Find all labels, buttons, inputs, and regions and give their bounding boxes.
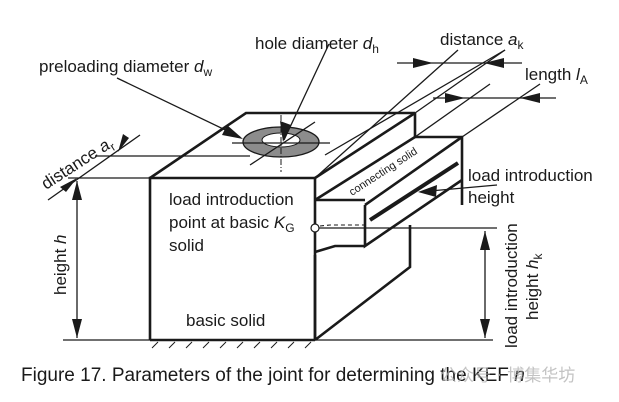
connecting-solid-top-edge	[314, 135, 416, 202]
connecting-solid-bottom	[314, 244, 365, 254]
ext-line-5	[414, 49, 506, 114]
connecting-solid-upper-edge	[364, 135, 463, 207]
length-la-label: length lA	[525, 65, 588, 87]
basic-solid-side-face	[314, 225, 412, 342]
load-introduction-height-label-2: height	[468, 188, 515, 207]
distance-ak-label: distance ak	[440, 30, 525, 52]
hole-centerline-diag	[249, 121, 316, 166]
washer	[232, 115, 330, 172]
hk-label-1: load introduction	[502, 223, 521, 348]
distance-ak-dimension	[397, 58, 522, 68]
ground-hatching	[151, 341, 312, 349]
load-introduction-line	[368, 161, 460, 222]
height-h-dimension	[63, 181, 150, 341]
basic-solid-label: basic solid	[186, 311, 265, 330]
connecting-solid	[314, 113, 464, 254]
load-introduction-point-label-3: solid	[169, 236, 204, 255]
hidden-edge-horizontal	[319, 224, 365, 227]
height-hk-dimension	[319, 227, 497, 338]
leader-hole	[280, 43, 330, 142]
distance-ar-dimension	[47, 134, 250, 201]
ext-line-3	[414, 83, 491, 138]
figure-caption: Figure 17. Parameters of the joint for d…	[21, 365, 525, 386]
extension-lines	[314, 49, 541, 179]
hk-label-2: height hk	[523, 252, 545, 320]
basic-solid-top-right-edge	[314, 111, 416, 180]
load-introduction-point-label-2: point at basic KG	[169, 213, 295, 235]
load-introduction-point-marker	[310, 223, 320, 233]
leader-load-height	[418, 184, 498, 197]
hole-diameter-label: hole diameter dh	[255, 34, 379, 56]
length-la-dimension	[433, 93, 556, 103]
height-h-label: height h	[51, 234, 70, 295]
ext-line-2	[324, 49, 506, 156]
ext-line-4	[461, 83, 541, 138]
load-introduction-point-label-1: load introduction	[169, 190, 294, 209]
connecting-solid-step	[413, 113, 464, 205]
load-introduction-height-label-1: load introduction	[468, 166, 593, 185]
watermark: 公众号 · 博集华坊	[440, 366, 575, 386]
leader-preloading	[116, 77, 243, 139]
preloading-diameter-label: preloading diameter dw	[39, 57, 212, 79]
ext-line-1	[314, 49, 459, 179]
